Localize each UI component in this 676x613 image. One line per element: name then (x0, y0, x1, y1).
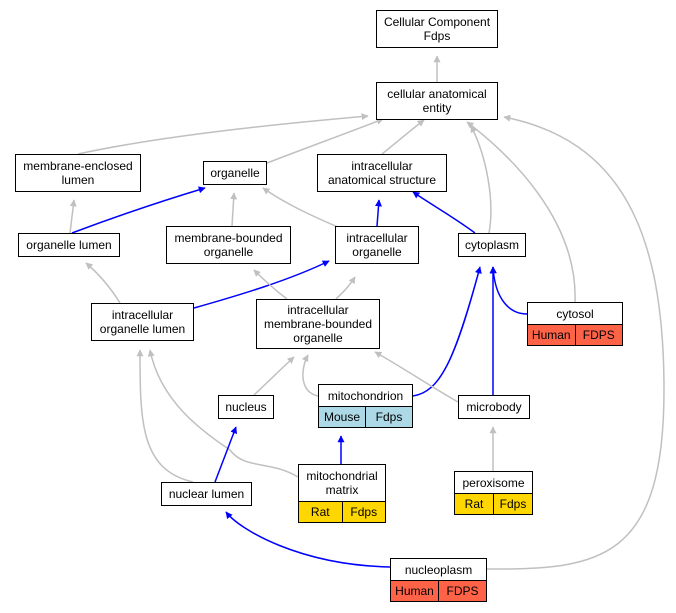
edge-is-a-organelle-lumen-to-membrane-enclosed-lumen (69, 199, 77, 234)
node-label: nucleoplasm (404, 562, 473, 577)
node-intracellular-anatomical-structure[interactable]: intracellular anatomical structure (317, 154, 447, 192)
node-label: nuclear lumen (168, 487, 245, 501)
node-microbody[interactable]: microbody (458, 395, 530, 419)
edge-part-of-intracellular-organelle-to-intracellular-anatomical-structure (375, 199, 383, 227)
node-label: cytoplasm (464, 238, 520, 252)
edge-is-a-nuclear-lumen-to-intracellular-organelle-lumen (136, 349, 194, 483)
node-label: intracellular anatomical structure (327, 159, 437, 187)
species-tag: Rat (299, 502, 342, 522)
node-organelle-lumen[interactable]: organelle lumen (18, 233, 120, 257)
edge-is-a-membrane-bounded-organelle-to-organelle (230, 192, 238, 227)
edge-part-of-cytosol-to-cytoplasm (489, 266, 528, 315)
node-cytoplasm[interactable]: cytoplasm (458, 233, 526, 257)
node-label: nucleus (225, 400, 267, 414)
edge-is-a-intracellular-membrane-bounded-organelle-to-intracellular-organelle (335, 276, 356, 300)
gene-tag: Fdps (493, 494, 532, 514)
edge-is-a-mitochondrial-matrix-to-intracellular-organelle-lumen (147, 349, 299, 478)
edge-is-a-intracellular-membrane-bounded-organelle-to-membrane-bounded-organelle (253, 269, 288, 300)
edge-is-a-intracellular-anatomical-structure-to-cellular-anatomical-entity (381, 119, 425, 155)
node-intracellular-membrane-bounded-organelle[interactable]: intracellular membrane-bounded organelle (256, 299, 380, 349)
edge-is-a-mitochondrion-to-intracellular-membrane-bounded-organelle (301, 354, 319, 397)
node-label: peroxisome (462, 475, 525, 490)
edge-part-of-mitochondrion-to-cytoplasm (412, 266, 482, 397)
species-tag: Rat (455, 494, 493, 514)
edge-is-a-membrane-enclosed-lumen-to-cellular-anatomical-entity (77, 113, 369, 155)
node-label: microbody (466, 400, 522, 414)
gene-tag: FDPS (438, 581, 486, 601)
species-tag: Mouse (319, 407, 365, 427)
edge-is-a-cytoplasm-to-cellular-anatomical-entity (470, 125, 492, 234)
edge-part-of-cytoplasm-to-intracellular-anatomical-structure (412, 191, 476, 234)
edge-part-of-intracellular-organelle-lumen-to-intracellular-organelle (193, 260, 330, 309)
edge-part-of-nuclear-lumen-to-nucleus (214, 426, 238, 483)
node-label: organelle lumen (26, 238, 112, 252)
edge-part-of-nucleoplasm-to-nuclear-lumen (225, 511, 391, 568)
node-intracellular-organelle-lumen[interactable]: intracellular organelle lumen (91, 303, 194, 341)
node-label: cellular anatomical entity (387, 87, 487, 115)
node-membrane-bounded-organelle[interactable]: membrane-bounded organelle (166, 226, 291, 264)
node-cellular-anatomical-entity[interactable]: cellular anatomical entity (376, 82, 498, 120)
edge-is-a-intracellular-organelle-lumen-to-organelle-lumen (85, 262, 121, 304)
node-cellular-component[interactable]: Cellular Component Fdps (376, 10, 498, 48)
gene-tag: FDPS (574, 325, 622, 345)
species-tag: Human (528, 325, 575, 345)
node-nucleus[interactable]: nucleus (218, 395, 274, 419)
node-label: organelle (210, 166, 260, 180)
node-label: intracellular organelle lumen (99, 308, 186, 336)
edge-is-a-intracellular-organelle-to-organelle (262, 187, 341, 229)
species-tag: Human (391, 581, 438, 601)
edge-is-a-microbody-to-intracellular-membrane-bounded-organelle (374, 351, 459, 403)
node-label: cytosol (556, 306, 594, 321)
edge-is-a-organelle-to-cellular-anatomical-entity (261, 118, 384, 166)
edge-is-a-cytosol-to-cellular-anatomical-entity (466, 121, 576, 303)
edge-is-a-nucleoplasm-to-cellular-anatomical-entity (486, 114, 665, 570)
node-label: membrane-enclosed lumen (23, 159, 133, 187)
node-intracellular-organelle[interactable]: intracellular organelle (335, 226, 419, 264)
node-organelle[interactable]: organelle (203, 161, 267, 185)
edge-part-of-organelle-lumen-to-organelle (71, 186, 206, 234)
node-nuclear-lumen[interactable]: nuclear lumen (161, 482, 252, 506)
node-label: intracellular membrane-bounded organelle (263, 303, 373, 345)
node-label: Cellular Component Fdps (383, 15, 491, 43)
node-label: mitochondrion (327, 388, 404, 403)
edge-is-a-nucleus-to-intracellular-membrane-bounded-organelle (253, 356, 295, 396)
node-label: membrane-bounded organelle (174, 231, 283, 259)
gene-tag: Fdps (341, 502, 385, 522)
node-label: intracellular organelle (346, 231, 408, 259)
node-label: mitochondrial matrix (306, 469, 378, 497)
gene-tag: Fdps (365, 407, 412, 427)
node-membrane-enclosed-lumen[interactable]: membrane-enclosed lumen (15, 154, 141, 192)
